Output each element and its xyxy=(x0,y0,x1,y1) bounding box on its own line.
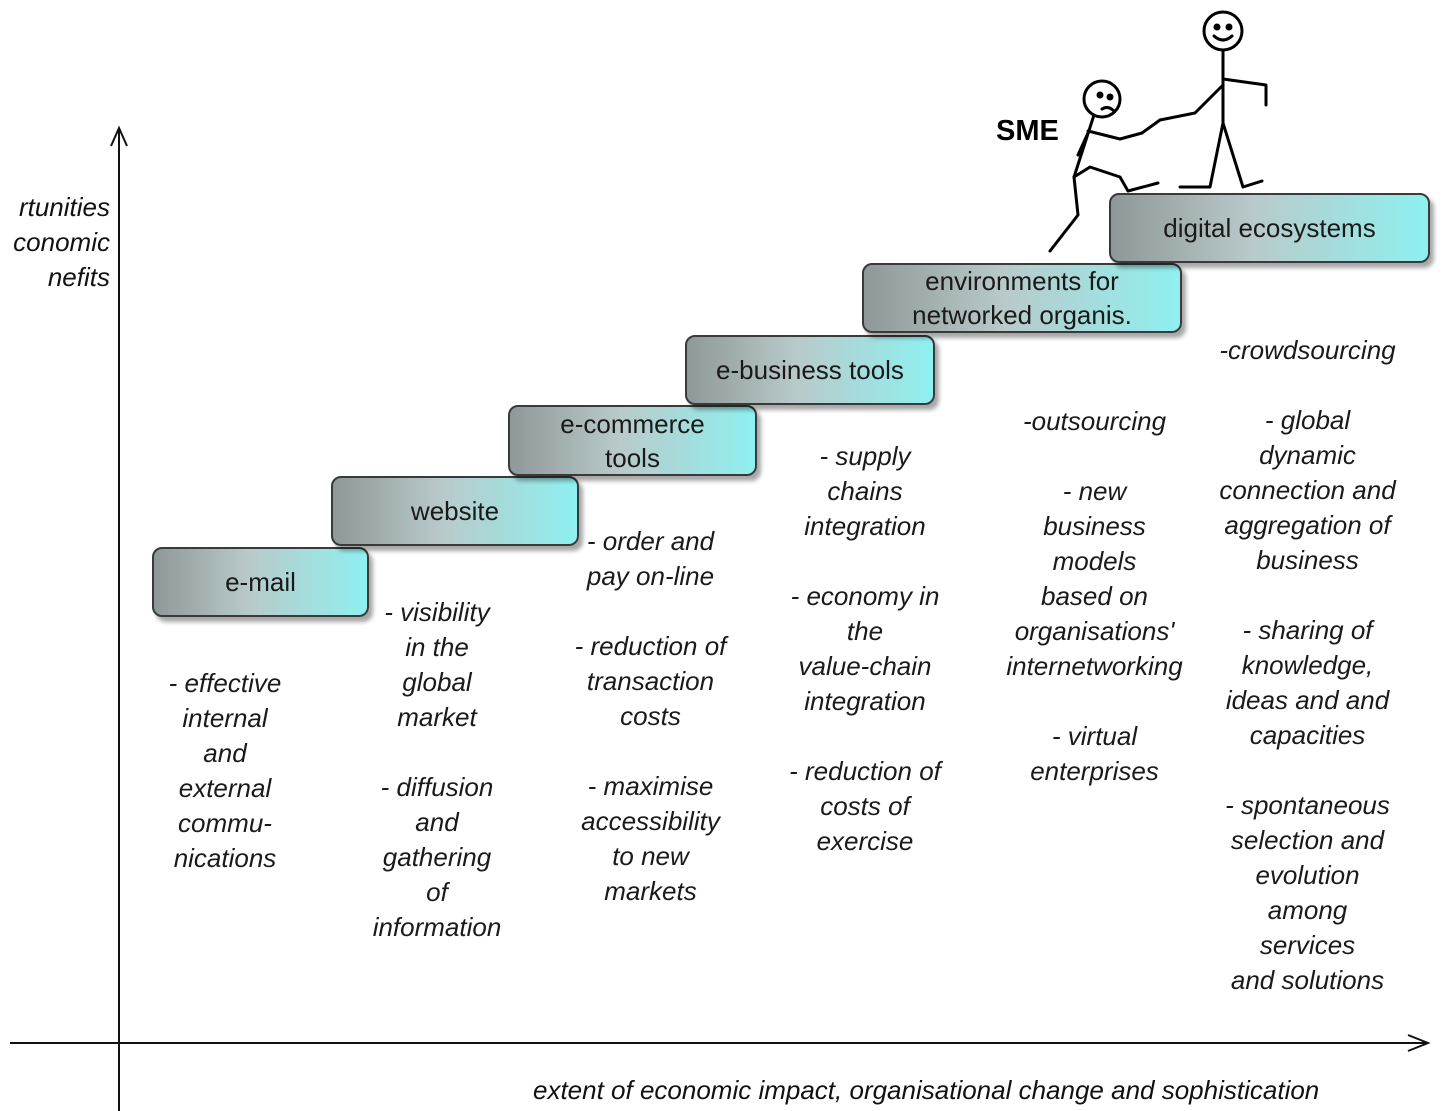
sme-label: SME xyxy=(996,115,1059,147)
helper-stick-figure xyxy=(1158,10,1268,189)
y-axis-arrowhead xyxy=(110,125,128,147)
benefits-digital-ecosystems: -crowdsourcing - global dynamic connecti… xyxy=(1195,333,1420,998)
benefit-item: - reduction of costs of exercise xyxy=(789,756,941,856)
benefit-item: - economy in the value-chain integration xyxy=(790,581,940,716)
step-label: e-business tools xyxy=(716,355,904,385)
benefit-item: - new business models based on organisat… xyxy=(1006,476,1183,681)
step-email: e-mail xyxy=(152,547,369,617)
x-axis-arrowhead xyxy=(1407,1034,1431,1052)
benefit-item: - spontaneous selection and evolution am… xyxy=(1225,790,1390,995)
benefit-item: - reduction of transaction costs xyxy=(574,631,727,731)
step-label: digital ecosystems xyxy=(1163,213,1376,243)
stick-figures-illustration xyxy=(1048,10,1268,253)
benefits-ecommerce: - order and pay on-line - reduction of t… xyxy=(548,524,753,909)
step-ecommerce-tools: e-commerce tools xyxy=(508,405,757,476)
benefit-item: -outsourcing xyxy=(1022,406,1167,436)
benefits-ebusiness: - supply chains integration - economy in… xyxy=(760,439,970,859)
step-networked-environments: environments for networked organis. xyxy=(862,263,1182,333)
benefit-item: - sharing of knowledge, ideas and and ca… xyxy=(1225,615,1390,750)
step-label: e-commerce tools xyxy=(560,408,705,473)
benefit-item: - supply chains integration xyxy=(804,441,926,541)
benefit-item: - maximise accessibility to new markets xyxy=(581,771,720,906)
step-label: environments for networked organis. xyxy=(912,266,1132,330)
step-website: website xyxy=(331,476,579,546)
benefit-item: - visibility in the global market xyxy=(384,597,490,732)
benefits-website: - visibility in the global market - diff… xyxy=(342,595,532,945)
benefit-item: - diffusion and gathering of information xyxy=(372,772,502,942)
x-axis-label: extent of economic impact, organisationa… xyxy=(533,1075,1320,1105)
benefit-item: - global dynamic connection and aggregat… xyxy=(1219,405,1396,575)
y-axis-label-line: rtunities xyxy=(18,192,110,222)
step-label: website xyxy=(410,496,500,526)
benefit-item: - virtual enterprises xyxy=(1030,721,1159,786)
benefits-email: - effective internal and external commu-… xyxy=(140,666,310,876)
step-label: e-mail xyxy=(225,567,296,597)
y-axis-label-line: nefits xyxy=(47,262,110,292)
sme-stick-figure xyxy=(1048,79,1162,253)
step-digital-ecosystems: digital ecosystems xyxy=(1109,193,1430,263)
benefits-networked-environments: -outsourcing - new business models based… xyxy=(982,404,1207,789)
y-axis-label-line: conomic xyxy=(13,227,110,257)
benefit-item: - effective internal and external commu-… xyxy=(168,668,282,873)
step-ebusiness-tools: e-business tools xyxy=(685,335,935,405)
y-axis-label: rtunities conomic nefits xyxy=(0,190,110,295)
benefit-item: -crowdsourcing xyxy=(1219,335,1396,365)
benefit-item: - order and pay on-line xyxy=(586,526,715,591)
